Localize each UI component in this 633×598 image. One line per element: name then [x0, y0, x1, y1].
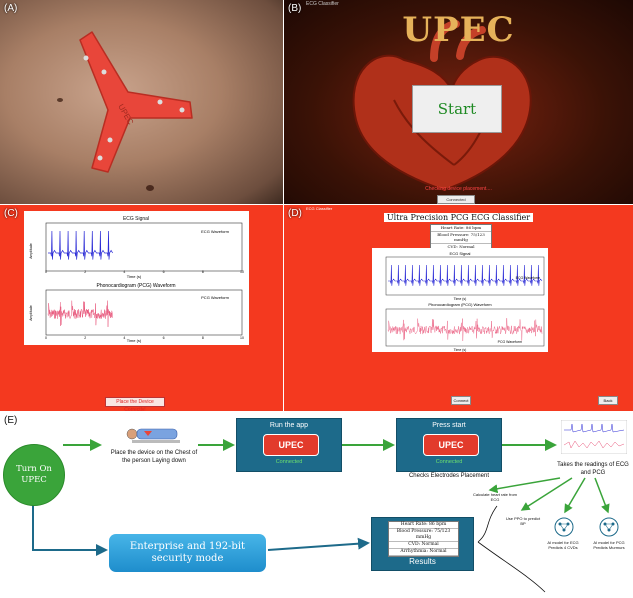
- x-tick-label: 4: [123, 336, 125, 340]
- upec-logo: UPEC: [423, 434, 479, 456]
- place-device-correctly-button[interactable]: Place the Device Correctly!: [105, 397, 165, 411]
- x-tick-label: 0: [45, 336, 47, 340]
- panel-e-flowchart: (E) Turn On UPEC Place the device on the…: [0, 412, 633, 598]
- panel-label: (D): [288, 208, 302, 219]
- results-label: Results: [409, 557, 436, 566]
- ecg-waveform-line: [48, 230, 113, 260]
- pcg-title: Phonocardiogram (PCG) Waveform: [96, 283, 175, 289]
- ai-ecg-model-icon: [554, 517, 574, 537]
- pcg-title: Phonocardiogram (PCG) Waveform: [428, 302, 492, 307]
- pcg-legend: PCG Waveform: [201, 295, 230, 300]
- calculate-hr-text: Calculate heart rate from ECG: [472, 492, 518, 502]
- x-tick-label: 8: [202, 270, 204, 274]
- panel-label: (E): [4, 415, 18, 426]
- ai-pcg-text: AI model for PCG Predicts Murmurs: [593, 540, 625, 550]
- connected-text: Connected: [275, 459, 303, 465]
- ppo-text: Use PPO to predict BP: [505, 516, 541, 526]
- checks-electrodes-text: Checks Electrodes Placement: [408, 473, 490, 479]
- ai-ecg-text: AI model for ECG Predicts 4 CVDs: [547, 540, 579, 550]
- x-tick-label: 8: [202, 336, 204, 340]
- panel-b-start-screen: (B) ECG Classifier UPEC Start Checking d…: [284, 0, 633, 204]
- run-app-label: Run the app: [269, 422, 309, 429]
- heart-rate-text: Heart Rate: 86 bpm: [389, 522, 458, 529]
- enterprise-security-box: Enterprise and 192-bit security mode: [109, 534, 266, 572]
- x-tick-label: 4: [123, 270, 125, 274]
- device-on-chest-illustration: UPEC: [57, 31, 193, 191]
- app-title-text: Ultra Precision PCG ECG Classifier: [383, 213, 534, 222]
- run-app-box: Run the app UPEC Connected: [236, 418, 342, 472]
- y-axis-label: Amplitude: [29, 305, 33, 321]
- results-box: Heart Rate: 86 bpm Blood Pressure: 75/12…: [371, 517, 474, 571]
- panel-label: (C): [4, 208, 18, 219]
- cvd-text: CVD: Normal: [389, 542, 458, 549]
- ecg-legend: ECG Waveform: [201, 229, 230, 234]
- blood-pressure-text: Blood Pressure: 75/123 mmHg: [431, 232, 491, 244]
- ai-pcg-model-icon: [599, 517, 619, 537]
- pcg-legend: PCG Waveform: [498, 340, 522, 344]
- press-start-label: Press start: [432, 422, 466, 429]
- readings-thumbnail: [561, 420, 627, 454]
- waveform-plot: ECG Signal ECG Waveform Time (s) Phonoca…: [372, 248, 548, 352]
- x-tick-label: 10: [240, 270, 244, 274]
- blood-pressure-text: Blood Pressure: 75/123 mmHg: [389, 529, 458, 542]
- waveform-plot: ECG Signal Time (s) ECG Waveform Phonoca…: [24, 211, 249, 345]
- y-axis-label: Amplitude: [29, 243, 33, 259]
- app-title: UPEC: [402, 10, 515, 50]
- x-axis-label: Time (s): [127, 338, 142, 343]
- x-axis-label: Time (s): [127, 274, 142, 279]
- pcg-waveform-line: [47, 300, 113, 327]
- x-tick-label: 2: [84, 336, 86, 340]
- x-tick-label: 10: [240, 336, 244, 340]
- press-start-box: Press start UPEC Connected: [396, 418, 502, 472]
- results-info-box: Heart Rate: 86 bpm Blood Pressure: 75/12…: [388, 521, 459, 557]
- connected-button[interactable]: Connected: [437, 195, 475, 204]
- ecg-title: ECG Signal: [123, 216, 149, 222]
- takes-readings-text: Takes the readings of ECG and PCG: [557, 462, 629, 476]
- heart-rate-text: Heart Rate: 86 bpm: [431, 225, 491, 232]
- app-title: Ultra Precision PCG ECG Classifier: [284, 213, 633, 222]
- status-text: Checking device placement....: [425, 186, 492, 192]
- x-axis-label: Time (s): [454, 297, 467, 301]
- connected-text: Connected: [435, 459, 463, 465]
- ecg-legend: ECG Waveform: [516, 276, 540, 280]
- connect-button[interactable]: Connect: [451, 396, 471, 405]
- x-tick-label: 0: [45, 270, 47, 274]
- x-tick-label: 6: [163, 270, 165, 274]
- x-tick-label: 2: [84, 270, 86, 274]
- turn-on-upec-circle: Turn On UPEC: [3, 444, 65, 506]
- panel-c-waveforms: (C) ECG Signal Time (s) ECG Waveform Pho…: [0, 205, 283, 411]
- person-lying-icon: [126, 428, 180, 443]
- back-button[interactable]: Back: [598, 396, 618, 405]
- panel-d-results-screen: (D) ECG Classifier Ultra Precision PCG E…: [284, 205, 633, 411]
- flow-arrows: [32, 439, 610, 593]
- start-button[interactable]: Start: [412, 85, 502, 133]
- panel-label: (B): [288, 3, 302, 14]
- panel-a-device-photo: (A) UPEC: [0, 0, 283, 204]
- upec-logo: UPEC: [263, 434, 319, 456]
- ecg-title: ECG Signal: [450, 251, 471, 256]
- window-title: ECG Classifier: [306, 206, 333, 211]
- x-axis-label: Time (s): [454, 348, 467, 352]
- waveform-svg: ECG Signal Time (s) ECG Waveform Phonoca…: [29, 216, 244, 343]
- ecg-waveform-line: [388, 264, 543, 286]
- pcg-waveform-line: [387, 317, 543, 342]
- x-tick-label: 6: [163, 336, 165, 340]
- arrhythmia-text: Arrhythmia: Normal: [389, 549, 458, 556]
- panel-label: (A): [4, 3, 18, 14]
- window-title: ECG Classifier: [306, 1, 339, 7]
- waveform-svg: ECG Signal ECG Waveform Time (s) Phonoca…: [385, 251, 545, 352]
- place-device-text: Place the device on the Chest of the per…: [110, 450, 198, 464]
